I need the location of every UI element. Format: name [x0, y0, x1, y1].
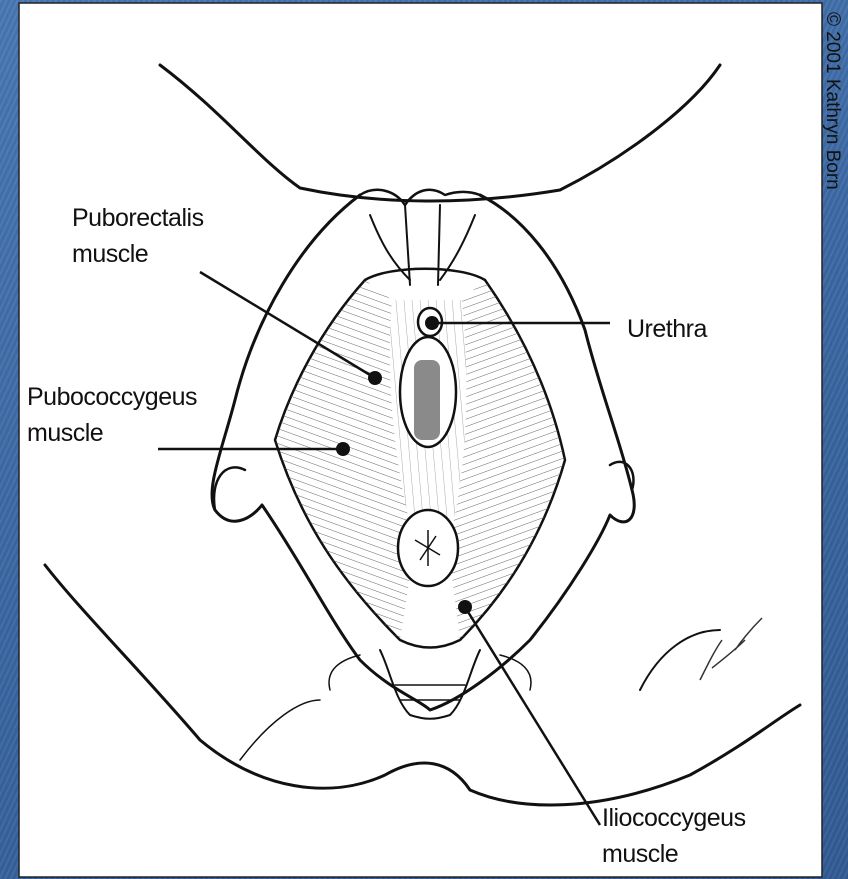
copyright-text: © 2001 Kathryn Born [822, 12, 843, 190]
urethral-opening-shading [414, 360, 440, 440]
pubococcygeus-dot [336, 442, 350, 456]
puborectalis-dot [368, 371, 382, 385]
urethra-label: Urethra [627, 315, 707, 343]
urethra-dot [425, 316, 439, 330]
iliococcygeus-dot [458, 600, 472, 614]
